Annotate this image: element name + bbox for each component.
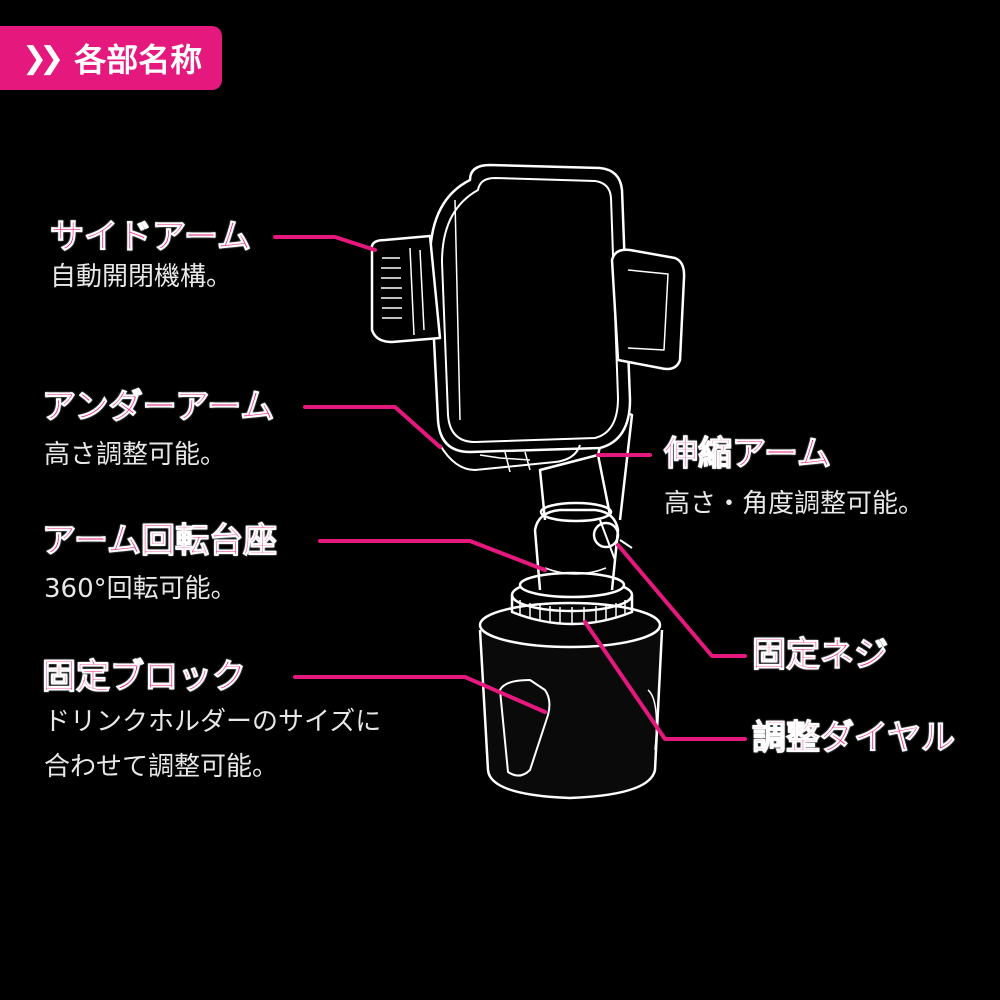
section-title: 各部名称 xyxy=(74,41,203,79)
leader-under-arm xyxy=(303,405,442,449)
leader-fixing-screw xyxy=(616,543,747,658)
arm-base-desc: 360°回転可能。 xyxy=(44,574,237,604)
fixed-block-desc-line2: 合わせて調整可能。 xyxy=(44,752,279,782)
telescopic-arm-title: 伸縮アーム xyxy=(664,434,832,474)
under-arm-desc: 高さ調整可能。 xyxy=(44,440,227,470)
adjust-dial-art xyxy=(510,571,634,626)
section-header-badge: ❯❯ 各部名称 xyxy=(0,26,222,90)
leader-side-arm xyxy=(273,235,377,252)
leader-arm-base xyxy=(318,539,547,572)
side-arm-desc: 自動開閉機構。 xyxy=(50,262,233,292)
fixed-block-title: 固定ブロック xyxy=(42,657,247,697)
fixing-screw-title: 固定ネジ xyxy=(752,635,889,675)
cradle-art xyxy=(370,163,686,473)
adjust-dial-title: 調整ダイヤル xyxy=(752,718,956,758)
telescopic-arm-desc: 高さ・角度調整可能。 xyxy=(664,489,925,519)
leader-adjust-dial xyxy=(583,620,747,741)
arm-base-title: アーム回転台座 xyxy=(42,521,278,561)
under-arm-title: アンダーアーム xyxy=(41,387,275,427)
leader-fixed-block xyxy=(293,675,547,714)
fixed-block-desc-line1: ドリンクホルダーのサイズに xyxy=(44,707,382,737)
cup-base xyxy=(478,601,664,800)
swivel-base-art xyxy=(533,501,620,591)
side-arm-title: サイドアーム xyxy=(50,217,252,257)
